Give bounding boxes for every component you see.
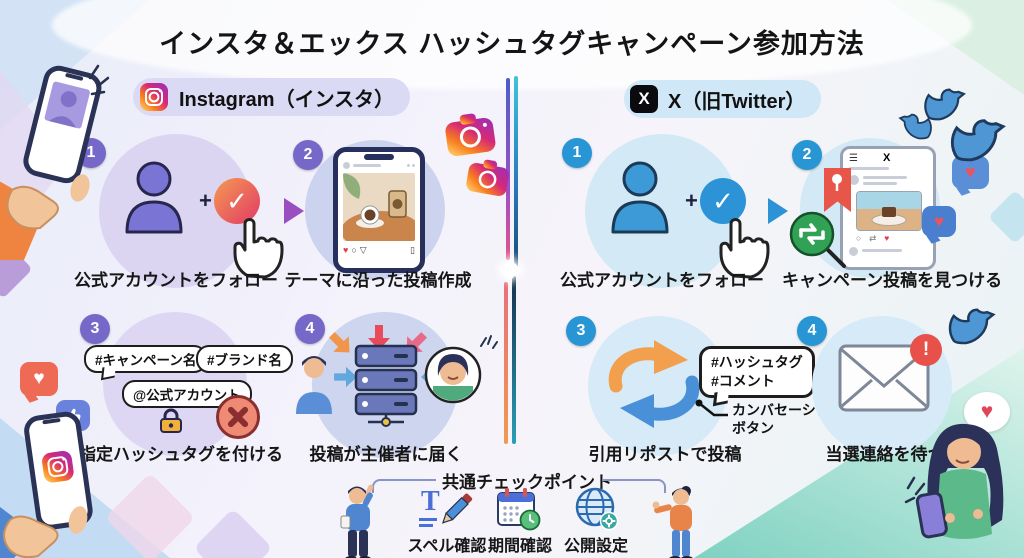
share-icon: ▽ <box>359 245 367 255</box>
server-icon <box>354 344 418 427</box>
checkpoint-item-privacy: 公開設定 <box>556 486 636 556</box>
x-step3-badge: 3 <box>566 316 596 346</box>
repost-icon: ⇄ <box>869 233 877 243</box>
text-pencil-icon: T <box>405 486 489 532</box>
like-icon: ♥ <box>884 233 890 243</box>
calendar-clock-icon <box>482 486 558 532</box>
x-step1-badge: 1 <box>562 138 592 168</box>
bird-icon <box>948 308 996 345</box>
plus-sign: + <box>685 188 698 213</box>
follow-check-icon: ✓ <box>700 178 746 224</box>
x-step4-badge: 4 <box>797 316 827 346</box>
x-logo-icon: X <box>630 85 658 113</box>
follow-user-icon <box>125 161 183 234</box>
checkpoint-label: スペル確認 <box>407 538 487 555</box>
sender-avatar-icon <box>424 346 482 404</box>
ig-step3-caption: 指定ハッシュタグを付ける <box>79 445 283 464</box>
hashtag-bubble: #ブランド名 <box>196 345 294 373</box>
bg-shape <box>104 472 196 558</box>
note-pointer-line <box>695 399 728 417</box>
checkpoints-title: 共通チェックポイント <box>442 473 612 492</box>
bird-icon <box>924 88 966 121</box>
checkpoint-label: 期間確認 <box>487 538 552 555</box>
prohibited-icon <box>216 395 260 439</box>
globe-gear-icon <box>556 486 636 532</box>
x-section-header: X X（旧Twitter） <box>624 80 822 118</box>
camera-icon <box>466 159 509 196</box>
coffee-photo <box>343 173 415 241</box>
ig-step4-caption: 投稿が主催者に届く <box>309 445 463 464</box>
instagram-logo-icon <box>139 82 169 112</box>
page-title: インスタ＆エックス ハッシュタグキャンペーン参加方法 <box>159 29 865 59</box>
ig-step2-badge: 2 <box>293 140 323 170</box>
x-arrow-icon <box>768 198 788 224</box>
hand-cursor-icon <box>719 218 770 279</box>
x-step1-caption: 公式アカウントをフォロー <box>560 271 764 290</box>
bookmark-icon: ▯ <box>410 245 415 255</box>
presenter-man <box>340 484 374 558</box>
x-step3-caption: 引用リポストで投稿 <box>588 445 742 464</box>
ig-step1-caption: 公式アカウントをフォロー <box>74 271 278 290</box>
quote-repost-icon <box>608 340 700 428</box>
x-logo-small-icon: X <box>883 152 891 164</box>
dessert-photo <box>856 191 922 231</box>
checkpoint-item-period: 期間確認 <box>482 486 558 556</box>
x-step4-caption: 当選連絡を待つ <box>825 445 945 464</box>
follow-user-icon <box>611 161 669 234</box>
ig-post-phone: ♥ ○ ▽ ▯ <box>333 147 425 273</box>
x-step2-badge: 2 <box>792 140 822 170</box>
x-post-phone: ☰ X ○ ⇄ ♥ <box>840 146 936 270</box>
presenter-woman <box>652 486 693 558</box>
camera-icon <box>445 113 496 156</box>
plus-sign: + <box>199 188 212 213</box>
incoming-arrow-icon <box>328 331 350 353</box>
menu-icon: ☰ <box>849 153 858 164</box>
checkpoint-item-spell: T スペル確認 <box>405 486 489 556</box>
heart-reaction-icon: ♥ <box>20 362 58 396</box>
bird-icon <box>950 119 1006 162</box>
comment-icon: ○ <box>351 245 357 255</box>
hand-cursor-icon <box>233 218 284 279</box>
bracket-line <box>602 479 666 493</box>
alert-badge: ! <box>910 334 942 366</box>
to-server-arrow-icon <box>334 366 357 388</box>
hashtag-bubble: #キャンペーン名 <box>84 345 208 381</box>
reply-icon: ○ <box>856 233 862 243</box>
bg-shape <box>988 190 1024 244</box>
sparkle-marks <box>480 335 498 349</box>
woman-with-phone <box>904 423 1004 539</box>
heart-reaction-icon: ♥ <box>922 206 956 237</box>
ig-arrow-icon <box>284 198 304 224</box>
x-step2-caption: キャンペーン投稿を見つける <box>782 271 1003 290</box>
incoming-arrow-icon <box>368 325 390 350</box>
checkpoint-label: 公開設定 <box>563 538 628 555</box>
quote-bubble: #ハッシュタグ #コメント <box>699 346 815 407</box>
sender-person-icon <box>296 356 332 414</box>
mail-icon <box>838 344 930 412</box>
hand-holding-phone-bottom-left <box>0 411 93 558</box>
ig-step2-caption: テーマに沿った投稿作成 <box>284 271 472 290</box>
follow-check-icon: ✓ <box>214 178 260 224</box>
x-header-label: X（旧Twitter） <box>668 90 806 113</box>
bg-shape <box>193 508 273 558</box>
instagram-section-header: Instagram（インスタ） <box>133 78 411 116</box>
winner-heart-bubble: ♥ <box>964 392 1010 442</box>
like-icon: ♥ <box>343 245 349 255</box>
hand-holding-phone-top-left <box>0 64 110 260</box>
bird-icon <box>898 113 932 140</box>
lock-icon <box>160 408 182 433</box>
search-retweet-icon <box>788 210 852 275</box>
ig-step4-badge: 4 <box>295 314 325 344</box>
bracket-line <box>372 479 436 493</box>
heart-reaction-icon: ♥ <box>952 156 989 189</box>
instagram-header-label: Instagram（インスタ） <box>179 88 395 111</box>
ig-step3-badge: 3 <box>80 314 110 344</box>
